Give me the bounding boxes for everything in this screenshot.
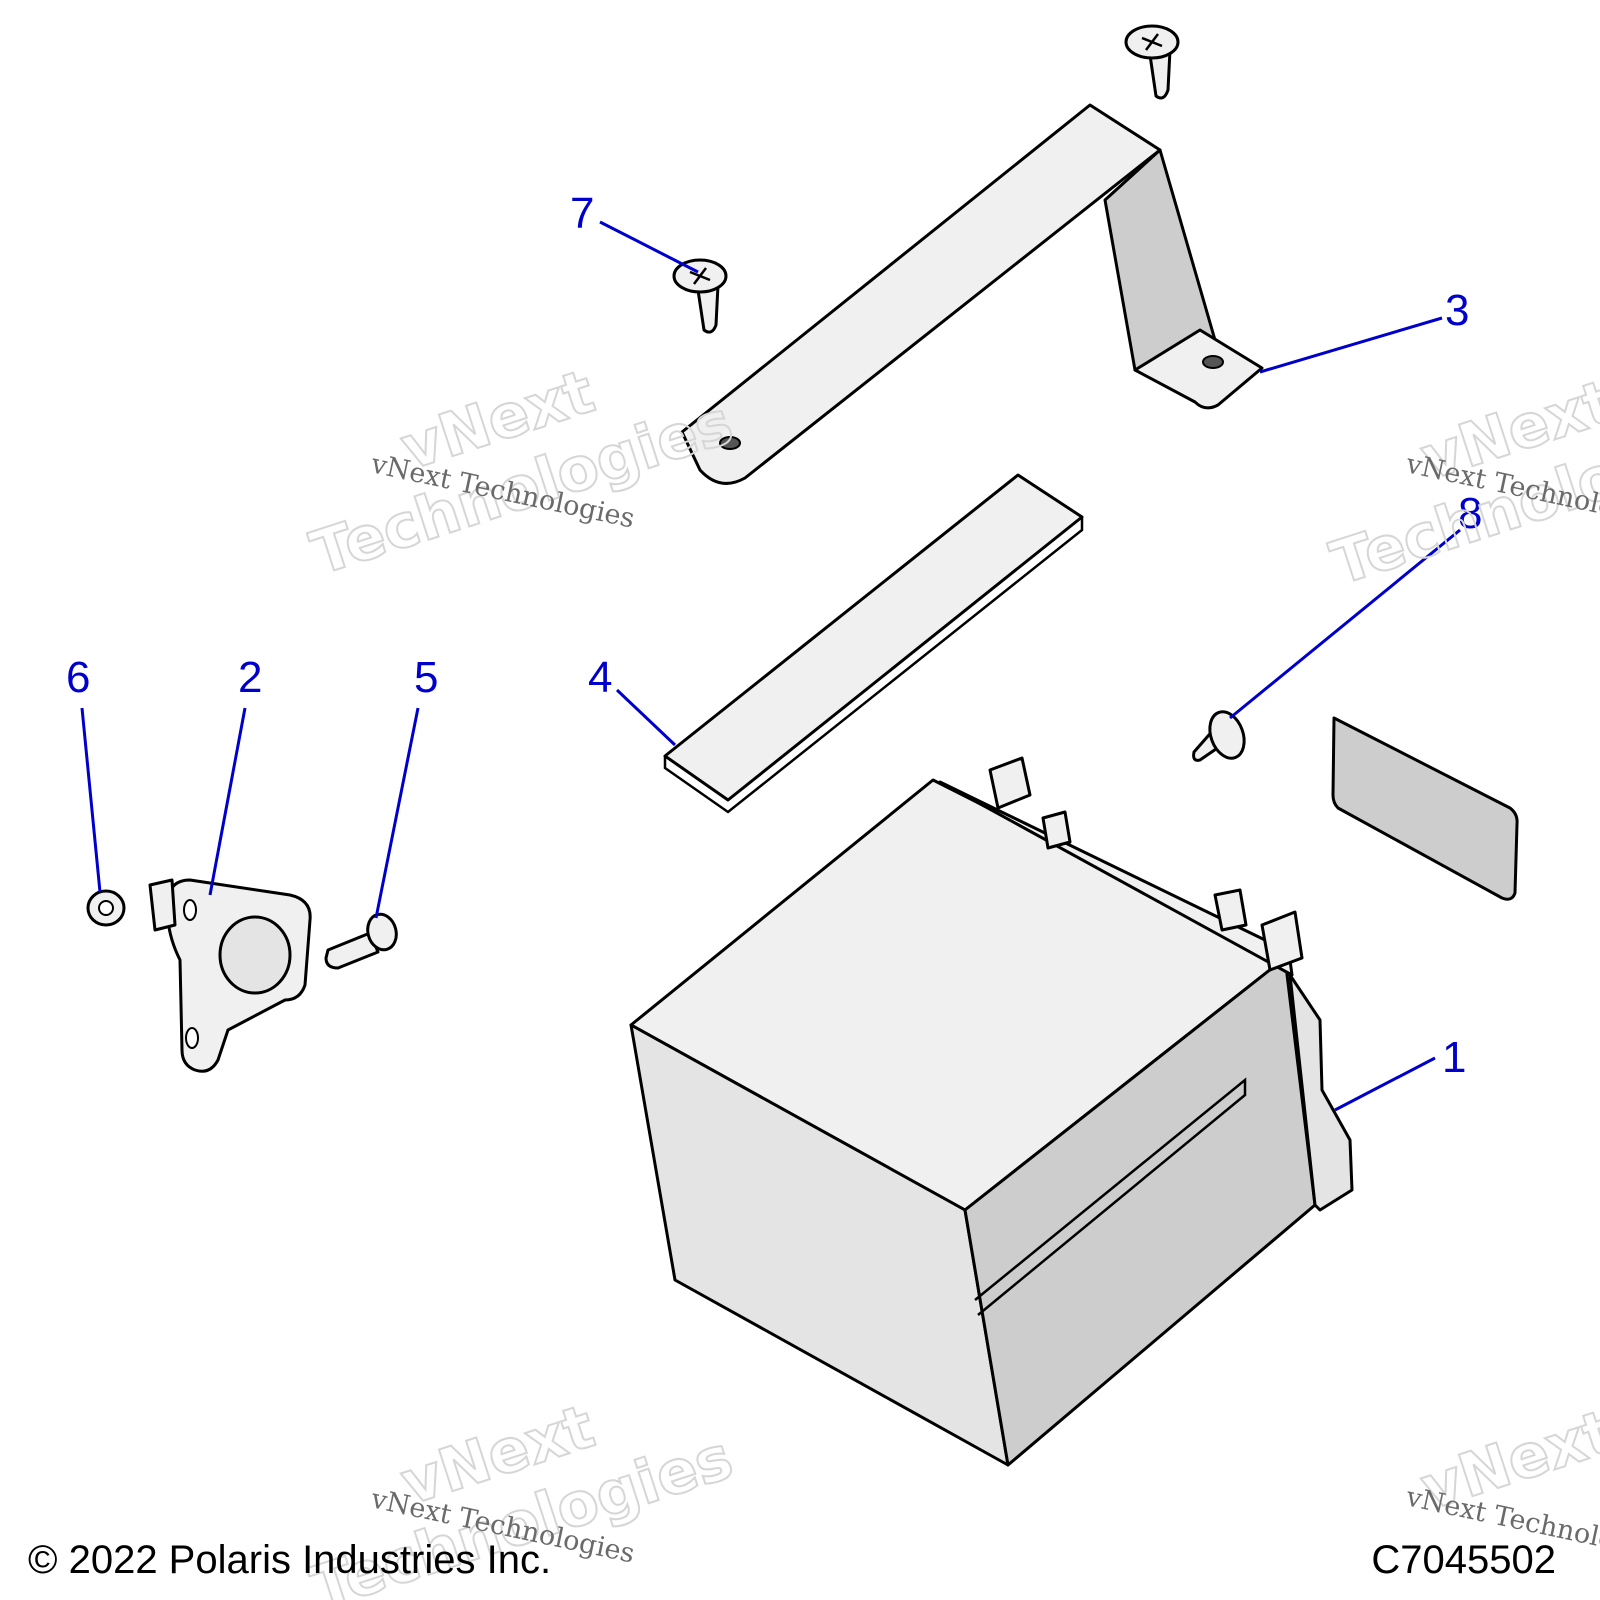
screw-top [1124, 24, 1180, 100]
leader-lines [80, 220, 1461, 1112]
battery-hold-down-bracket [680, 103, 1264, 485]
battery [629, 756, 1354, 1467]
screw-7 [672, 258, 728, 334]
callout-numbers: 1 2 3 4 5 6 7 8 [66, 189, 1482, 1082]
callout-4: 4 [588, 653, 612, 702]
leader-3 [1259, 316, 1443, 374]
callout-5: 5 [414, 653, 438, 702]
leader-2 [208, 707, 247, 896]
nut-6 [86, 889, 126, 927]
leader-4 [615, 688, 677, 747]
battery-pad [663, 473, 1084, 814]
callout-3: 3 [1445, 286, 1469, 335]
callout-2: 2 [238, 653, 262, 702]
leader-1 [1334, 1056, 1436, 1112]
callout-7: 7 [570, 189, 594, 238]
callout-1: 1 [1442, 1033, 1466, 1082]
leader-8 [1229, 528, 1461, 720]
leader-7 [599, 220, 699, 274]
callout-8: 8 [1458, 489, 1482, 538]
leader-6 [80, 707, 102, 893]
copyright-notice: © 2022 Polaris Industries Inc. [28, 1538, 552, 1582]
starter-solenoid [148, 878, 312, 1073]
leader-5 [374, 707, 420, 919]
figure-id: C7045502 [1371, 1538, 1556, 1582]
callout-6: 6 [66, 653, 90, 702]
bolt-5 [324, 912, 398, 970]
push-rivet [1192, 710, 1246, 762]
label-plate [1331, 716, 1519, 901]
